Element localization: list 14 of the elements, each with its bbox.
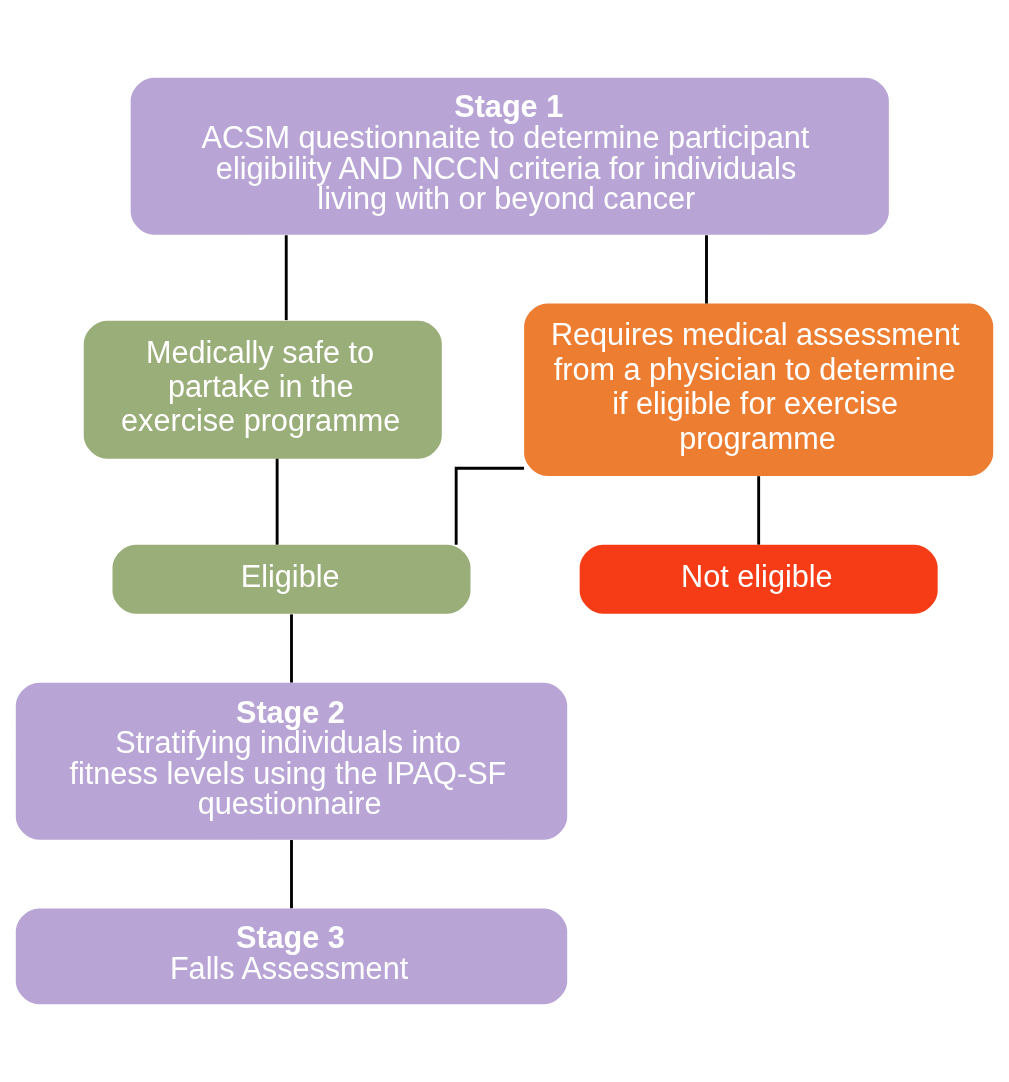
node-box: Stage 3 Falls Assessment bbox=[15, 908, 568, 1005]
connector bbox=[454, 466, 525, 545]
node-box: Stage 1 ACSM questionnaite to determine participant eligibility AND NCCN criteria for individuals living with or beyond cancer bbox=[130, 77, 889, 235]
connector bbox=[757, 476, 761, 545]
connector bbox=[705, 235, 708, 304]
connector bbox=[275, 458, 279, 545]
node-box: Requires medical assessment from a physician to determine if eligible for exercise programme bbox=[524, 303, 994, 476]
connector bbox=[290, 614, 293, 683]
connector bbox=[290, 840, 293, 909]
connector bbox=[284, 235, 288, 321]
node-box: Stage 2 Stratifying individuals into fitness levels using the IPAQ-SF questionnaire bbox=[15, 682, 568, 840]
node-box: Not eligible bbox=[579, 544, 938, 614]
node-box: Eligible bbox=[112, 544, 471, 614]
node-box: Medically safe to partake in the exercise programme bbox=[83, 320, 442, 459]
